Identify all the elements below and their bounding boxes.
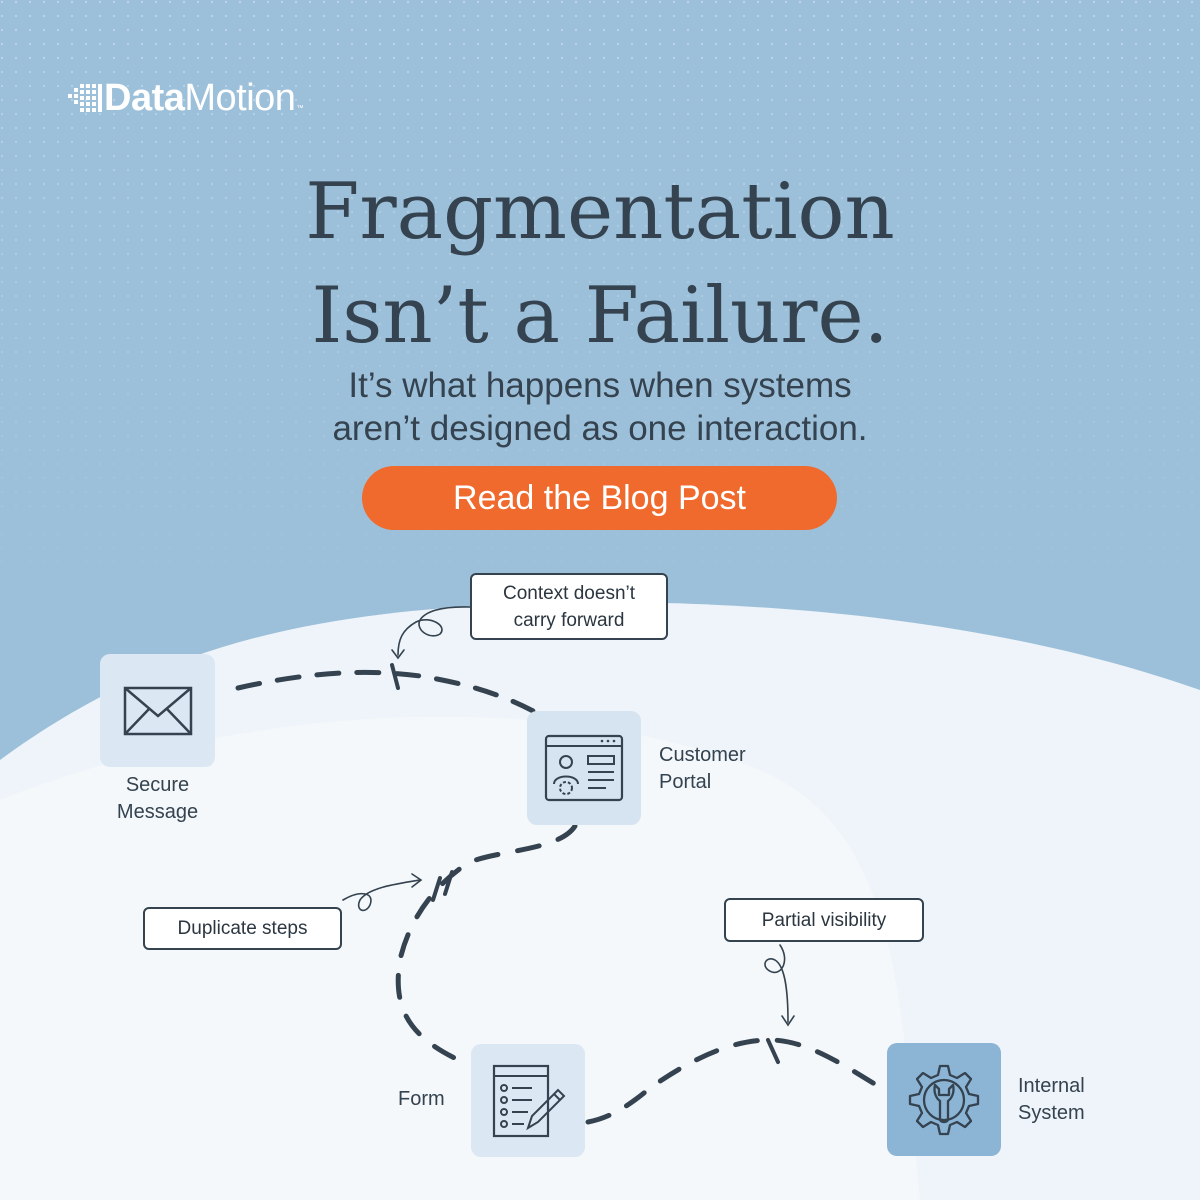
logo-wordmark: DataMotion bbox=[104, 77, 296, 119]
internal-system-label: Internal System bbox=[1018, 1075, 1085, 1124]
envelope-icon bbox=[123, 686, 192, 735]
portal-window-icon bbox=[544, 734, 624, 802]
callout-partial-visibility: Partial visibility bbox=[724, 898, 924, 942]
subheadline-line-2: aren’t designed as one interaction. bbox=[332, 409, 868, 448]
logo-mark-icon bbox=[68, 84, 102, 112]
headline: Fragmentation Isn’t a Failure. bbox=[0, 160, 1200, 368]
read-blog-post-button[interactable]: Read the Blog Post bbox=[362, 466, 837, 530]
subheadline-line-1: It’s what happens when systems bbox=[348, 366, 852, 405]
datamotion-logo[interactable]: DataMotion ™ bbox=[68, 78, 303, 118]
form-tile[interactable] bbox=[471, 1044, 585, 1157]
callout-context: Context doesn’t carry forward bbox=[470, 573, 668, 640]
trademark: ™ bbox=[296, 105, 304, 112]
form-label: Form bbox=[398, 1088, 445, 1110]
headline-line-1: Fragmentation bbox=[305, 167, 895, 257]
headline-line-2: Isn’t a Failure. bbox=[311, 271, 889, 361]
secure-message-label: Secure Message bbox=[116, 774, 199, 823]
gear-wrench-icon bbox=[908, 1064, 980, 1135]
customer-portal-label: Customer Portal bbox=[659, 744, 746, 793]
secure-message-tile[interactable] bbox=[100, 654, 215, 767]
form-checklist-icon bbox=[492, 1064, 566, 1137]
customer-portal-tile[interactable] bbox=[527, 711, 641, 825]
subheadline: It’s what happens when systems aren’t de… bbox=[0, 364, 1200, 450]
callout-duplicate-steps: Duplicate steps bbox=[143, 907, 342, 950]
internal-system-tile[interactable] bbox=[887, 1043, 1001, 1156]
